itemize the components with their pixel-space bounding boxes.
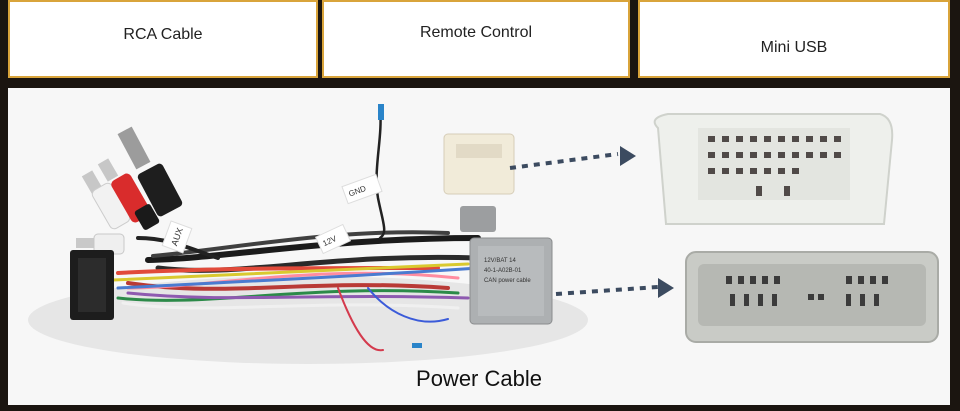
rca-cable-label: RCA Cable bbox=[123, 26, 203, 43]
can-box-text-2: 40-1-A02B-01 bbox=[484, 268, 522, 274]
wire-tags: AUX GND 12V bbox=[161, 173, 383, 255]
power-cable-panel: AUX GND 12V 12V/BAT 14 40-1-A02B-01 CAN … bbox=[8, 88, 950, 405]
rca-cable-label-box: RCA Cable bbox=[8, 0, 318, 78]
iso-connector bbox=[70, 250, 114, 320]
can-box-text-1: 12V/BAT 14 bbox=[484, 258, 516, 264]
harness-white-connector bbox=[443, 133, 515, 195]
power-cable-photo: AUX GND 12V 12V/BAT 14 40-1-A02B-01 CAN … bbox=[8, 88, 950, 405]
wire-tip-bottom bbox=[412, 343, 422, 348]
wire-tip-top bbox=[378, 104, 384, 120]
remote-control-label-box: Remote Control bbox=[322, 0, 630, 78]
white-connector-closeup bbox=[653, 113, 894, 225]
mini-usb-label: Mini USB bbox=[760, 39, 828, 56]
rca-plugs bbox=[76, 126, 183, 255]
mini-usb-label-box: Mini USB bbox=[638, 0, 950, 78]
arrow-to-gray-connector bbox=[555, 278, 674, 298]
can-box: 12V/BAT 14 40-1-A02B-01 CAN power cable bbox=[469, 237, 553, 325]
can-box-text-3: CAN power cable bbox=[484, 278, 531, 284]
power-cable-caption: Power Cable bbox=[416, 366, 542, 391]
arrow-to-white-connector bbox=[509, 146, 636, 170]
remote-control-label: Remote Control bbox=[419, 24, 533, 41]
gray-connector-closeup bbox=[685, 251, 939, 343]
harness-small-gray-plug bbox=[460, 206, 496, 232]
wire-bundle bbox=[111, 106, 481, 352]
